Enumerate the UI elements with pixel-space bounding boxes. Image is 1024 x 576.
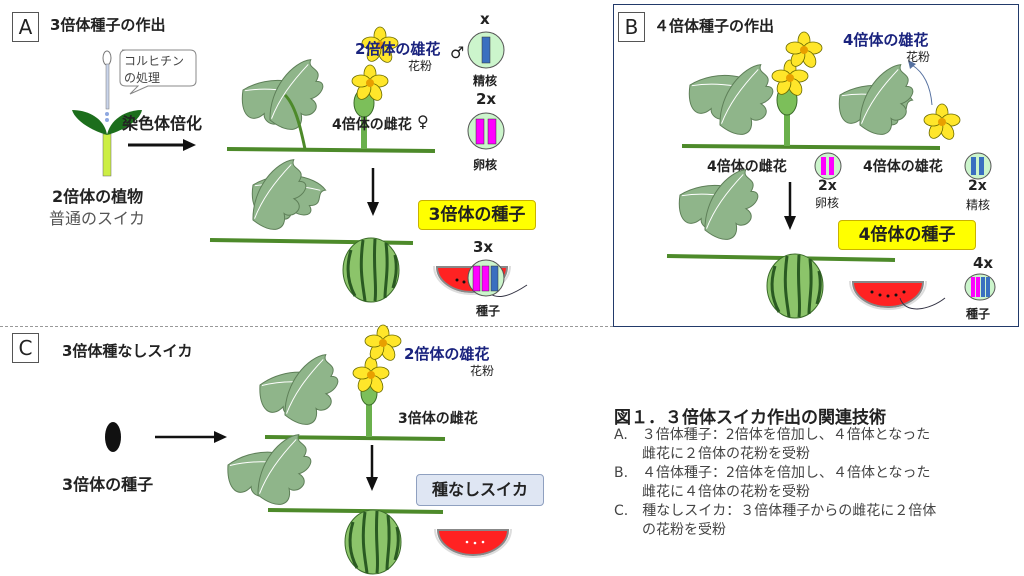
panel-c-title: 3倍体種なしスイカ [62,342,193,360]
arrow-right-icon [128,139,196,151]
tetraploid-seed-box: 4倍体の種子 [838,220,976,250]
panel-a-title: 3倍体種子の作出 [50,16,166,34]
male-flower-label-a: 2倍体の雄花 [355,40,441,58]
egg-label-b: 卵核 [815,196,840,210]
bubble-text-1: コルヒチン [124,54,185,68]
female-flower-label-a: 4倍体の雌花 [332,117,412,133]
caption-line: 雌花に４倍体の花粉を受粉 [614,484,810,500]
section-divider [0,326,613,327]
sperm-ploidy-a: x [480,10,490,28]
caption-line: の花粉を受粉 [614,522,726,538]
vine-plant-a-bottom [209,155,414,304]
pollen-label-a: 花粉 [408,59,433,73]
seed-ploidy-a: 3x [473,238,494,256]
panel-a-label: A [12,12,39,42]
female-flower-label-c: 3倍体の雌花 [398,411,478,427]
doubling-label: 染色体倍化 [122,114,203,133]
triploid-seed-label: 3倍体の種子 [62,475,154,494]
vine-plant-a-top [226,26,436,153]
speech-bubble [119,49,197,95]
vine-plant-c-bottom [221,430,444,576]
normal-watermelon-label: 普通のスイカ [49,209,146,228]
panel-b-label: B [618,12,645,42]
egg-ploidy-a: 2x [476,90,497,108]
sperm-ploidy-b: 2x [968,178,987,194]
arrow-down-icon [366,445,378,491]
seedling-icon [72,50,142,177]
caption-line: 雌花に２倍体の花粉を受粉 [614,446,810,462]
sperm-label-b: 精核 [966,198,991,212]
caption-line: B. ４倍体種子：2倍体を倍加し、４倍体となった [614,465,931,481]
sperm-nucleus-b [964,152,992,180]
vine-plant-b-bottom [666,165,896,320]
male-flower-label-c: 2倍体の雄花 [404,345,490,363]
diploid-plant-label: 2倍体の植物 [52,187,144,206]
male-flower-label-b-top: 4倍体の雄花 [843,31,929,49]
egg-label-a: 卵核 [473,158,498,172]
seed-label-a: 種子 [476,304,501,318]
figure-caption-title: 図１．３倍体スイカ作出の関連技術 [614,408,886,428]
female-symbol: ♀ [417,112,429,131]
female-flower-label-b: 4倍体の雌花 [707,159,787,175]
watermelon-slice-b [849,280,946,310]
seed-nucleus-b [964,273,996,301]
male-flower-label-b: 4倍体の雄花 [863,159,943,175]
egg-nucleus-a [467,112,505,150]
vine-plant-b-top [681,31,961,150]
seed-ploidy-b: 4x [973,254,994,272]
arrow-right-icon [155,431,227,443]
panel-b-border [613,4,1019,327]
watermelon-slice-c [434,528,512,558]
male-symbol: ♂ [450,43,465,62]
caption-line: C. 種なしスイカ：３倍体種子からの雌花に２倍体 [614,503,937,519]
sperm-label-a: 精核 [473,74,498,88]
caption-line: A. ３倍体種子：2倍体を倍加し、４倍体となった [614,427,931,443]
pollen-label-c: 花粉 [470,364,495,378]
panel-c-label: C [12,333,39,363]
sperm-nucleus-a [467,31,505,69]
triploid-seed-icon [105,422,121,452]
pollen-label-b: 花粉 [906,50,931,64]
seed-label-b: 種子 [966,307,991,321]
seedless-watermelon-box: 種なしスイカ [416,474,544,506]
bubble-text-2: の処理 [124,71,161,85]
panel-b-title: ４倍体種子の作出 [654,17,775,35]
arrow-down-icon [367,168,379,216]
triploid-seed-box: 3倍体の種子 [418,200,536,230]
seed-nucleus-a [467,259,505,297]
arrow-down-icon [784,182,796,230]
figure-caption-body: A. ３倍体種子：2倍体を倍加し、４倍体となった 雌花に２倍体の花粉を受粉 B.… [614,426,936,540]
egg-ploidy-b: 2x [818,178,837,194]
egg-nucleus-b [814,152,842,180]
